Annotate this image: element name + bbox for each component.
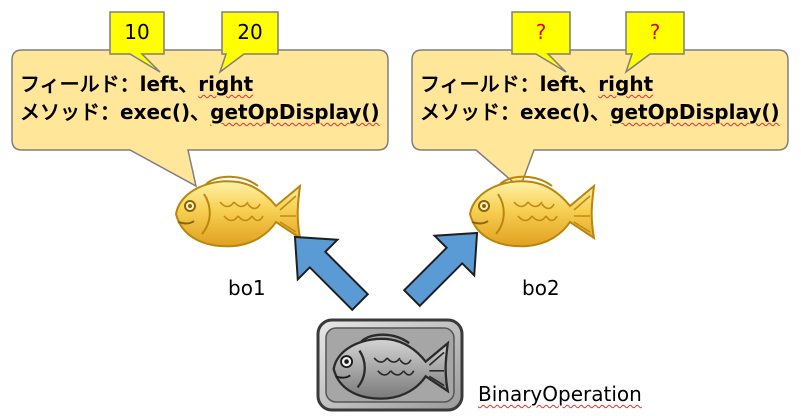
tag-value-left-bo2: ? (535, 20, 547, 44)
field-line: フィールド：left、right (20, 72, 254, 96)
instance-label-bo2: bo2 (522, 276, 560, 300)
value-tag-left-bo2 (511, 11, 571, 73)
instance-label-bo1: bo1 (228, 276, 266, 300)
tag-value-right-bo2: ? (649, 20, 661, 44)
method-line: メソッド：exec()、getOpDisplay() (420, 100, 780, 124)
class-label: BinaryOperation (478, 382, 642, 406)
value-tag-left-bo1 (109, 11, 165, 73)
instantiation-arrow-right (402, 231, 479, 308)
tag-value-right-bo1: 20 (237, 20, 263, 44)
value-tag-right-bo2 (624, 11, 685, 75)
speech-bubble-bo1 (11, 49, 389, 188)
bubble-text-bo2: フィールド：left、right メソッド：exec()、getOpDispla… (420, 70, 780, 126)
bubble-text-bo1: フィールド：left、right メソッド：exec()、getOpDispla… (20, 70, 380, 126)
field-line: フィールド：left、right (420, 72, 654, 96)
instantiation-arrow-left (293, 235, 370, 312)
tag-value-left-bo1: 10 (124, 20, 150, 44)
taiyaki-mold-icon (316, 318, 464, 412)
taiyaki-fish-icon-bo2 (469, 175, 595, 248)
taiyaki-fish-icon-bo1 (175, 175, 301, 248)
speech-bubble-bo2 (411, 49, 789, 190)
method-line: メソッド：exec()、getOpDisplay() (20, 100, 380, 124)
value-tag-right-bo1 (218, 11, 279, 75)
